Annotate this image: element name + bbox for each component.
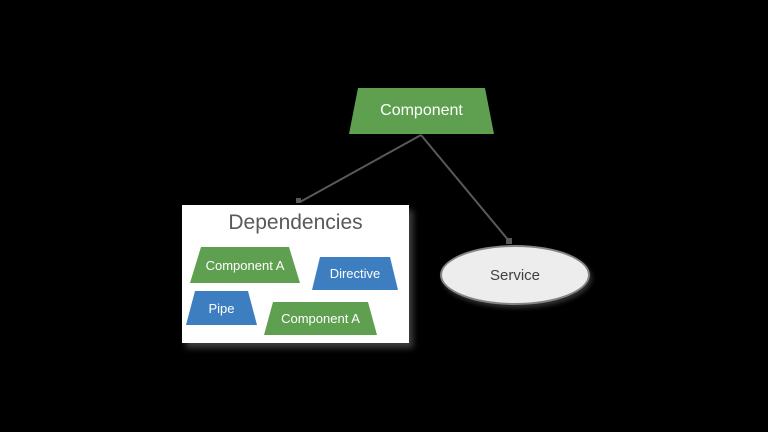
dependency-label: Directive xyxy=(329,266,381,281)
connector-to-dependencies xyxy=(299,134,422,203)
connector-endpoint-service xyxy=(506,238,512,244)
dependency-pipe: Pipe xyxy=(186,291,257,325)
dependency-directive: Directive xyxy=(312,257,398,290)
service-node: Service xyxy=(440,245,590,305)
component-label: Component xyxy=(380,102,463,119)
dependency-component-a-1: Component A xyxy=(190,247,300,283)
service-label: Service xyxy=(489,266,541,284)
dependency-component-a-2: Component A xyxy=(264,302,377,335)
dependencies-title: Dependencies xyxy=(228,211,363,234)
dependency-label: Component A xyxy=(205,257,285,273)
dependency-label: Pipe xyxy=(208,300,235,316)
component-node: Component xyxy=(349,88,494,134)
dependencies-box: Dependencies Component A Directive Pipe … xyxy=(182,205,409,343)
dependency-label: Component A xyxy=(281,311,360,326)
connector-to-service xyxy=(420,134,510,242)
connector-endpoint-dependencies xyxy=(296,198,301,203)
